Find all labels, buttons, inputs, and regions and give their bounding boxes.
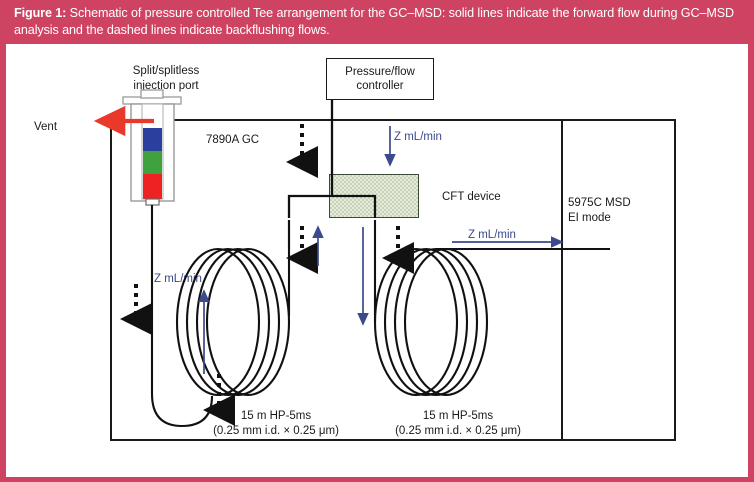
gc-label: 7890A GC: [206, 134, 260, 146]
flow-label-left: Z mL/min: [154, 273, 202, 285]
diagram-canvas: Pressure/flow controller Split/splitless…: [6, 44, 748, 477]
figure-caption: Figure 1: Schematic of pressure controll…: [0, 0, 754, 44]
column-coil-right: [373, 247, 489, 397]
frame-bottom-border: [0, 477, 754, 482]
cft-tee-junction: [287, 194, 377, 218]
column-right-label: 15 m HP-5ms (0.25 mm i.d. × 0.25 μm): [395, 410, 521, 437]
msd-label: 5975C MSD EI mode: [568, 197, 631, 224]
frame-right-border: [748, 0, 754, 482]
frame-left-border: [0, 0, 6, 482]
pressure-flow-controller-label: Pressure/flow controller: [345, 65, 415, 93]
diagram-artwork: [93, 89, 610, 428]
liner-band-green: [143, 151, 162, 174]
cft-device-label: CFT device: [442, 191, 501, 203]
figure-caption-text: Schematic of pressure controlled Tee arr…: [14, 6, 735, 37]
flow-label-top: Z mL/min: [394, 131, 442, 143]
column-coil-left: [175, 247, 291, 397]
figure-caption-prefix: Figure 1:: [14, 6, 67, 20]
gc-msd-divider: [561, 119, 563, 441]
pressure-flow-controller-box: Pressure/flow controller: [326, 58, 434, 100]
injection-port-label: Split/splitless injection port: [132, 65, 200, 92]
liner-band-red: [143, 174, 162, 199]
gc-enclosure-box: [110, 119, 676, 441]
capillary-injector-to-column1: [150, 205, 214, 428]
liner-band-blue: [143, 128, 162, 151]
injection-port-assembly: [122, 89, 182, 206]
flow-label-right: Z mL/min: [468, 229, 516, 241]
vent-label: Vent: [34, 121, 58, 133]
column-left-label: 15 m HP-5ms (0.25 mm i.d. × 0.25 μm): [213, 410, 339, 437]
